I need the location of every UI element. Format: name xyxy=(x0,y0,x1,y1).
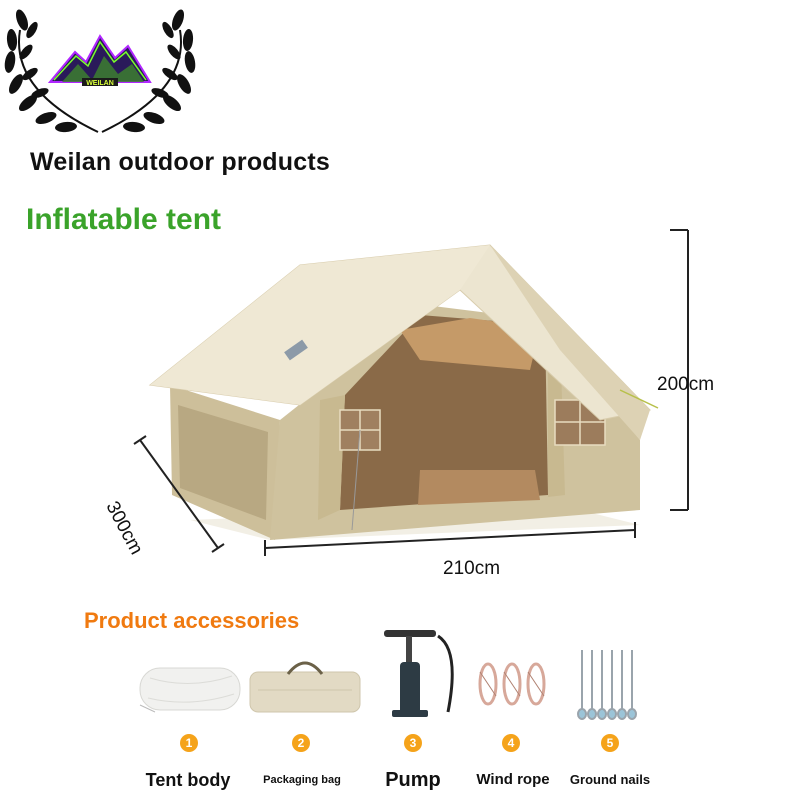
pump-icon xyxy=(384,630,454,717)
ground-nails-icon xyxy=(577,650,637,720)
accessory-label-pump: Pump xyxy=(385,769,441,791)
packaging-bag-icon xyxy=(249,661,361,713)
height-dimension-line xyxy=(670,229,689,511)
accessory-number-badge: 2 xyxy=(292,734,310,752)
brand-name: Weilan outdoor products xyxy=(30,148,330,176)
inflatable-tent-photo xyxy=(148,244,659,540)
width-dimension-label: 210cm xyxy=(443,558,501,579)
accessory-label-packaging-bag: Packaging bag xyxy=(263,774,341,786)
accessory-label-ground-nails: Ground nails xyxy=(569,772,651,787)
depth-dimension-line xyxy=(133,435,225,553)
accessory-label-tent-body: Tent body xyxy=(145,770,231,790)
logo-text: WEILAN xyxy=(86,80,114,87)
accessories-title: Product accessories xyxy=(84,608,300,633)
height-dimension-label: 200cm xyxy=(657,374,715,395)
accessory-label-wind-rope: Wind rope xyxy=(476,771,550,788)
accessory-number-badge: 4 xyxy=(502,734,520,752)
accessory-number-badge: 5 xyxy=(601,734,619,752)
accessory-number-badge: 1 xyxy=(180,734,198,752)
mountain-laurel-logo-icon: WEILAN xyxy=(4,9,196,133)
tent-body-bag-icon xyxy=(139,667,241,713)
product-title: Inflatable tent xyxy=(26,203,222,236)
accessory-number-badge: 3 xyxy=(404,734,422,752)
wind-rope-icon xyxy=(478,662,546,706)
width-dimension-line xyxy=(264,522,636,556)
